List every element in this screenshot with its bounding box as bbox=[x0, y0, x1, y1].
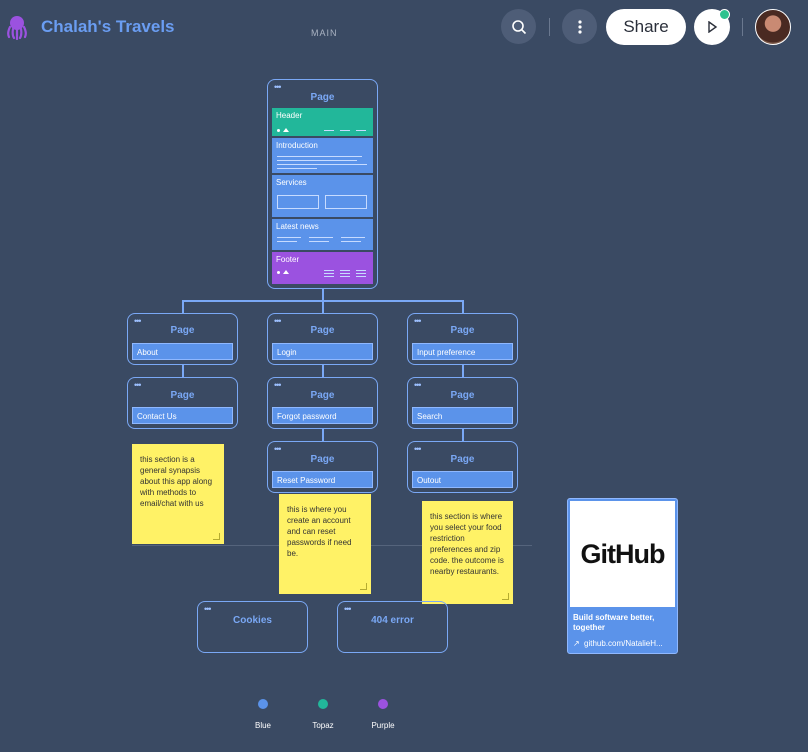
toolbar-divider bbox=[549, 18, 550, 36]
sticky-note-text: this section is where you select your fo… bbox=[430, 512, 504, 576]
page-label: Login bbox=[272, 343, 373, 360]
page-label: Reset Password bbox=[272, 471, 373, 488]
connector bbox=[462, 300, 464, 314]
page-title: Page bbox=[450, 454, 475, 465]
external-link-icon: ↗ bbox=[573, 639, 580, 648]
sticky-note-text: this section is a general synapsis about… bbox=[140, 455, 213, 508]
page-menu-dots[interactable]: ••• bbox=[204, 604, 212, 614]
page-menu-dots[interactable]: ••• bbox=[414, 444, 422, 454]
page-title: Page bbox=[450, 390, 475, 401]
page-card-contact-us[interactable]: ••• Page Contact Us bbox=[127, 377, 238, 429]
page-menu-dots[interactable]: ••• bbox=[134, 316, 142, 326]
page-card-login[interactable]: ••• Page Login bbox=[267, 313, 378, 365]
search-button[interactable] bbox=[501, 9, 536, 44]
link-url[interactable]: github.com/NatalieH... bbox=[584, 639, 663, 648]
live-indicator bbox=[719, 9, 730, 20]
page-label: Contact Us bbox=[132, 407, 233, 424]
page-card-search[interactable]: ••• Page Search bbox=[407, 377, 518, 429]
page-title: Cookies bbox=[233, 615, 272, 626]
legend-label: Blue bbox=[254, 721, 271, 730]
section-services[interactable]: Services bbox=[272, 175, 373, 217]
connector bbox=[462, 365, 464, 378]
section-footer[interactable]: Footer bbox=[272, 252, 373, 284]
connector bbox=[322, 429, 324, 442]
connector bbox=[322, 365, 324, 378]
page-title: Page bbox=[310, 390, 335, 401]
page-card-outout[interactable]: ••• Page Outout bbox=[407, 441, 518, 493]
section-label: Introduction bbox=[276, 141, 318, 150]
connector bbox=[322, 300, 324, 314]
search-icon bbox=[511, 19, 526, 34]
page-menu-dots[interactable]: ••• bbox=[414, 316, 422, 326]
legend-label: Purple bbox=[371, 721, 395, 730]
page-menu-dots[interactable]: ••• bbox=[414, 380, 422, 390]
sticky-note-text: this is where you create an account and … bbox=[287, 505, 352, 558]
connector bbox=[182, 300, 184, 314]
page-card-reset-password[interactable]: ••• Page Reset Password bbox=[267, 441, 378, 493]
page-menu-dots[interactable]: ••• bbox=[134, 380, 142, 390]
more-button[interactable] bbox=[562, 9, 597, 44]
page-card-cookies[interactable]: ••• Cookies bbox=[197, 601, 308, 653]
page-menu-dots[interactable]: ••• bbox=[274, 380, 282, 390]
sticky-note[interactable]: this section is where you select your fo… bbox=[422, 501, 513, 604]
legend-swatch-blue bbox=[258, 699, 268, 709]
tab-main[interactable]: MAIN bbox=[311, 28, 338, 38]
toolbar-divider bbox=[742, 18, 743, 36]
page-title: Page bbox=[170, 325, 195, 336]
page-menu-dots[interactable]: ••• bbox=[274, 316, 282, 326]
page-label: Forgot password bbox=[272, 407, 373, 424]
sticky-note[interactable]: this section is a general synapsis about… bbox=[132, 444, 224, 544]
octopus-icon bbox=[7, 16, 27, 40]
connector bbox=[462, 429, 464, 442]
section-label: Footer bbox=[276, 255, 300, 264]
legend-swatch-purple bbox=[378, 699, 388, 709]
page-title: 404 error bbox=[371, 615, 414, 626]
section-label: Latest news bbox=[276, 222, 319, 231]
page-card-forgot-password[interactable]: ••• Page Forgot password bbox=[267, 377, 378, 429]
page-menu-dots[interactable]: ••• bbox=[274, 82, 282, 92]
legend-label: Topaz bbox=[312, 721, 334, 730]
page-title: Page bbox=[310, 454, 335, 465]
page-label: Outout bbox=[412, 471, 513, 488]
section-header[interactable]: Header bbox=[272, 108, 373, 136]
page-title: Page bbox=[170, 390, 195, 401]
app-title: Chalah's Travels bbox=[41, 17, 175, 36]
sticky-note[interactable]: this is where you create an account and … bbox=[279, 494, 371, 594]
connector bbox=[182, 365, 184, 378]
share-button[interactable]: Share bbox=[606, 9, 686, 45]
link-preview-card[interactable]: GitHub Build software better, together ↗… bbox=[567, 498, 678, 654]
legend-swatch-topaz bbox=[318, 699, 328, 709]
page-title: Page bbox=[450, 325, 475, 336]
page-card-input-preference[interactable]: ••• Page Input preference bbox=[407, 313, 518, 365]
section-latest-news[interactable]: Latest news bbox=[272, 219, 373, 250]
page-label: About bbox=[132, 343, 233, 360]
link-title: Build software better, together bbox=[573, 613, 655, 632]
connector bbox=[322, 289, 324, 301]
play-icon bbox=[708, 21, 718, 33]
page-menu-dots[interactable]: ••• bbox=[274, 444, 282, 454]
page-menu-dots[interactable]: ••• bbox=[344, 604, 352, 614]
section-label: Header bbox=[276, 111, 303, 120]
page-label: Input preference bbox=[412, 343, 513, 360]
section-introduction[interactable]: Introduction bbox=[272, 138, 373, 173]
section-label: Services bbox=[276, 178, 307, 187]
page-title: Page bbox=[310, 92, 335, 103]
page-label: Search bbox=[412, 407, 513, 424]
page-title: Page bbox=[310, 325, 335, 336]
github-logo: GitHub bbox=[570, 501, 675, 607]
page-card-about[interactable]: ••• Page About bbox=[127, 313, 238, 365]
avatar[interactable] bbox=[755, 9, 791, 45]
root-page-card[interactable]: ••• Page Header Introduction Services La… bbox=[267, 79, 378, 289]
page-card-404-error[interactable]: ••• 404 error bbox=[337, 601, 448, 653]
more-vertical-icon bbox=[577, 19, 582, 34]
